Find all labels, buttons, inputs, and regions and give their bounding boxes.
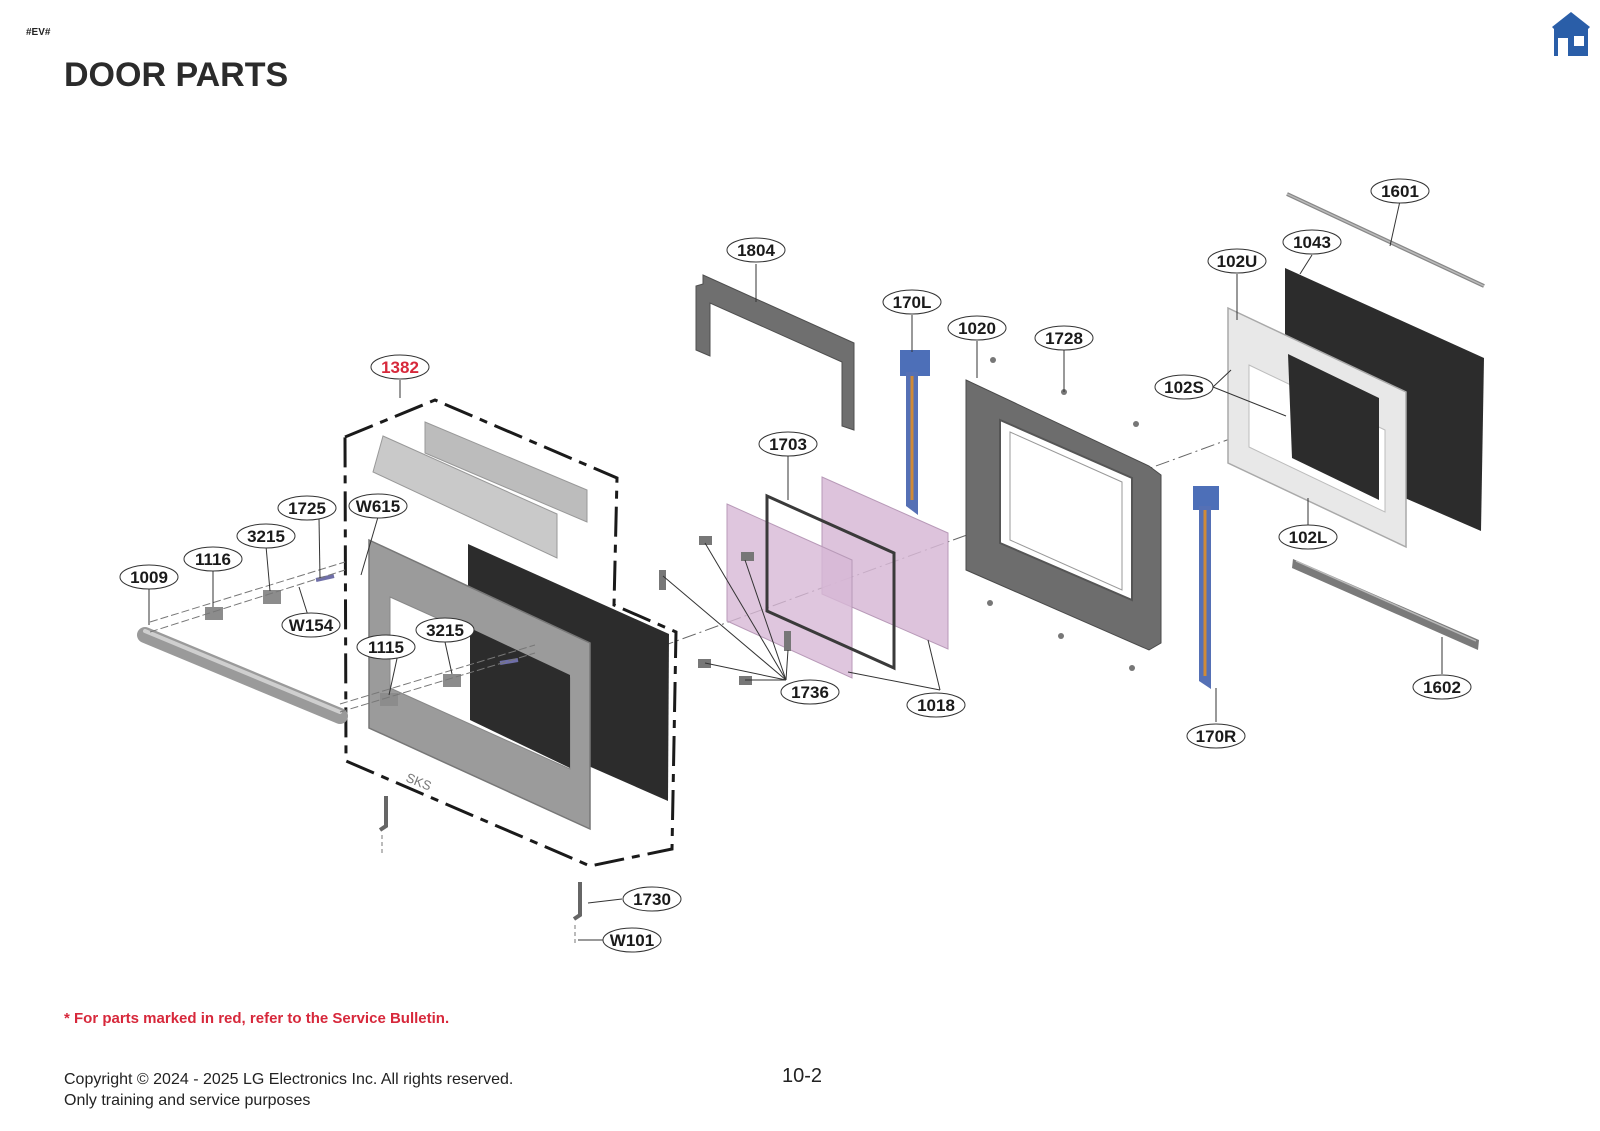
callout-1020[interactable]: 1020 [947,315,1007,341]
home-icon[interactable] [1552,12,1590,58]
part-1382-group-outline [343,398,678,868]
svg-text:1382: 1382 [381,358,419,377]
part-1020-inner-frame [965,357,1162,671]
svg-text:1602: 1602 [1423,678,1461,697]
svg-text:1725: 1725 [288,499,326,518]
callout-W101[interactable]: W101 [602,927,662,953]
svg-text:170L: 170L [893,293,932,312]
door-top-trim-1 [424,421,588,523]
page-title: DOOR PARTS [64,56,289,94]
exploded-door-diagram: SKS [119,178,1485,953]
callout-1382[interactable]: 1382 [370,354,430,380]
copyright: Copyright © 2024 - 2025 LG Electronics I… [64,1069,513,1111]
svg-text:W154: W154 [289,616,334,635]
door-mark: SKS [404,770,434,794]
svg-text:1020: 1020 [958,319,996,338]
callout-3215-upper[interactable]: 3215 [236,523,296,549]
svg-text:102L: 102L [1289,528,1328,547]
callout-1725[interactable]: 1725 [277,495,337,521]
svg-text:1703: 1703 [769,435,807,454]
callout-1736[interactable]: 1736 [780,679,840,705]
svg-text:3215: 3215 [247,527,285,546]
callout-102L[interactable]: 102L [1278,524,1338,550]
svg-text:1728: 1728 [1045,329,1083,348]
callout-1728[interactable]: 1728 [1034,325,1094,351]
part-1018-glass [726,476,949,679]
callout-1116[interactable]: 1116 [183,546,243,572]
svg-text:1730: 1730 [633,890,671,909]
doc-tag: #EV# [26,27,51,38]
callout-170R[interactable]: 170R [1186,723,1246,749]
leader-lines [148,200,1443,941]
copyright-line-2: Only training and service purposes [64,1092,311,1109]
svg-text:170R: 170R [1196,727,1237,746]
copyright-line-1: Copyright © 2024 - 2025 LG Electronics I… [64,1071,514,1088]
svg-text:1804: 1804 [737,241,775,260]
callout-1018[interactable]: 1018 [906,692,966,718]
callout-3215-lower[interactable]: 3215 [415,617,475,643]
callout-W154[interactable]: W154 [281,612,341,638]
callout-102U[interactable]: 102U [1207,248,1267,274]
part-102-frame [1227,306,1407,549]
callout-1009[interactable]: 1009 [119,564,179,590]
part-1602-bottom-rail [1292,559,1479,650]
svg-text:1601: 1601 [1381,182,1419,201]
callout-1730[interactable]: 1730 [622,886,682,912]
part-1009-handle [137,627,348,724]
part-170L-hinge [900,350,930,515]
callout-1804[interactable]: 1804 [726,237,786,263]
callout-W615[interactable]: W615 [348,493,408,519]
part-1601-trim-rod [1286,192,1485,288]
callout-1115[interactable]: 1115 [356,634,416,660]
svg-text:W615: W615 [356,497,400,516]
part-1703-gasket [765,493,896,671]
callout-102S[interactable]: 102S [1154,374,1214,400]
callout-1602[interactable]: 1602 [1412,674,1472,700]
callout-1601[interactable]: 1601 [1370,178,1430,204]
svg-text:102U: 102U [1217,252,1258,271]
svg-text:W101: W101 [610,931,654,950]
part-170R-hinge [1193,486,1219,689]
part-1804-bracket [695,274,855,431]
service-bulletin-note: * For parts marked in red, refer to the … [64,1010,450,1027]
handle-dash-lines [149,561,536,713]
svg-text:1043: 1043 [1293,233,1331,252]
svg-text:1115: 1115 [368,638,404,657]
part-1730-brackets [378,796,582,921]
svg-text:3215: 3215 [426,621,464,640]
callout-170L[interactable]: 170L [882,289,942,315]
svg-text:102S: 102S [1164,378,1204,397]
svg-text:1116: 1116 [195,550,231,569]
callout-1043[interactable]: 1043 [1282,229,1342,255]
callouts: 1601 1043 102U 1804 170L 1020 1728 102S … [119,178,1472,953]
svg-text:1018: 1018 [917,696,955,715]
svg-text:1736: 1736 [791,683,829,702]
door-top-trim-2 [372,435,558,559]
page-number: 10-2 [782,1065,823,1087]
svg-text:1009: 1009 [130,568,168,587]
callout-1703[interactable]: 1703 [758,431,818,457]
